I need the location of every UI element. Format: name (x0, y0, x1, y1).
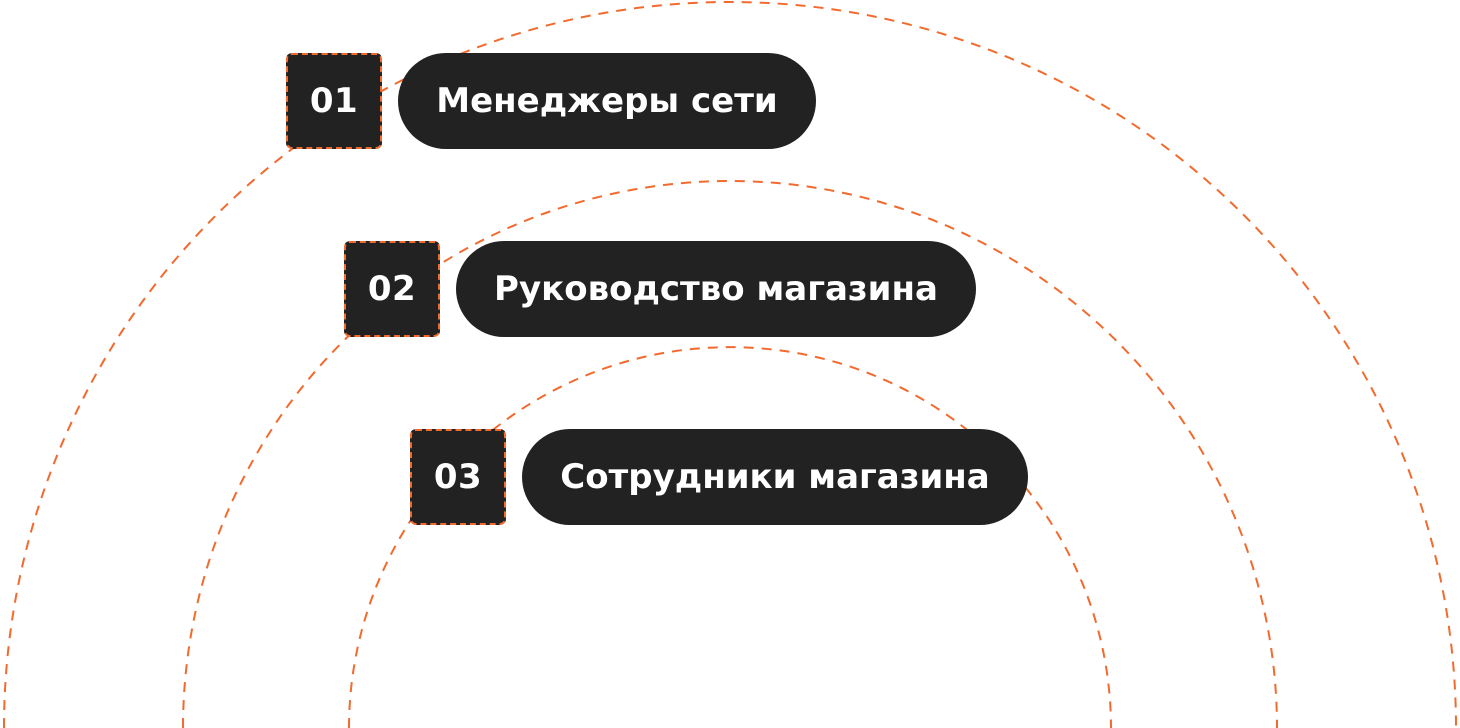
level-label: Сотрудники магазина (560, 457, 990, 497)
level-number: 03 (433, 457, 483, 497)
middle-arc (182, 180, 1278, 728)
inner-arc (348, 346, 1112, 728)
level-number-box: 03 (410, 429, 506, 525)
level-label: Менеджеры сети (436, 81, 778, 121)
level-number: 01 (309, 81, 359, 121)
level-label: Руководство магазина (494, 269, 938, 309)
level-number-box: 01 (286, 53, 382, 149)
level-number-box: 02 (344, 241, 440, 337)
level-label-pill: Сотрудники магазина (522, 429, 1028, 525)
outer-arc (3, 1, 1457, 728)
level-label-pill: Руководство магазина (456, 241, 976, 337)
level-label-pill: Менеджеры сети (398, 53, 816, 149)
level-number: 02 (367, 269, 417, 309)
